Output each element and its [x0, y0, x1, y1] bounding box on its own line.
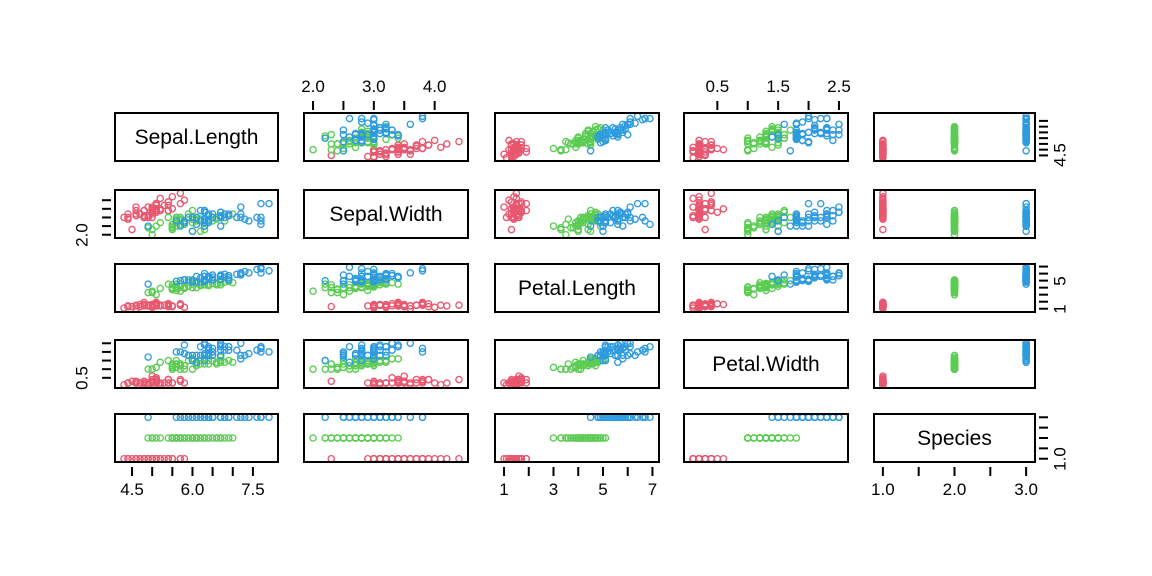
points-layer [309, 265, 463, 311]
scatter-panel-sepal-width-vs-sepal-length [114, 189, 279, 239]
tick-label: 0.5 [72, 365, 92, 390]
points-layer [879, 341, 1030, 387]
tick-label: 7 [647, 480, 658, 499]
tick-label: 4.5 [1050, 143, 1070, 168]
scatter-panel-petal-length-vs-sepal-width [303, 263, 469, 313]
points-layer [120, 265, 273, 311]
axis-ticks-bottom-petal-length [494, 463, 660, 476]
scatter-panel-species-vs-petal-width [683, 413, 849, 463]
points-layer [309, 415, 463, 461]
scatter-panel-species-vs-sepal-width [303, 413, 469, 463]
scatter-panel-species-vs-sepal-length [114, 413, 279, 463]
scatter-panel-petal-length-vs-sepal-length [114, 263, 279, 313]
diagonal-panel-sepal-width: Sepal.Width [303, 189, 469, 239]
points-layer [689, 114, 843, 160]
scatter-panel-sepal-length-vs-sepal-width [303, 112, 469, 162]
points-layer [309, 114, 463, 160]
tick-label: 1.0 [871, 480, 895, 499]
scatter-panel-petal-length-vs-petal-width [683, 263, 849, 313]
axis-ticks-bottom-sepal-length [114, 463, 279, 476]
points-layer [500, 114, 654, 160]
scatter-panel-petal-length-vs-species [873, 263, 1036, 313]
scatter-panel-sepal-length-vs-species [873, 112, 1036, 162]
tick-label: 0.5 [705, 77, 730, 96]
diagonal-panel-species: Species [873, 413, 1036, 463]
axis-ticks-right-species [1036, 413, 1048, 463]
variable-label: Petal.Length [518, 276, 636, 300]
points-layer [120, 415, 273, 461]
points-layer [120, 191, 273, 237]
tick-label: 2.0 [301, 77, 325, 96]
scatter-panel-species-vs-petal-length [494, 413, 660, 463]
tick-label: 1.5 [766, 77, 790, 96]
tick-label: 3.0 [1014, 480, 1038, 499]
points-layer [309, 341, 463, 387]
points-layer [500, 341, 654, 387]
variable-label: Sepal.Length [134, 125, 259, 149]
points-layer [500, 415, 654, 461]
points-layer [689, 191, 843, 237]
diagonal-panel-sepal-length: Sepal.Length [114, 112, 279, 162]
diagonal-panel-petal-width: Petal.Width [683, 339, 849, 389]
scatter-panel-petal-width-vs-petal-length [494, 339, 660, 389]
points-layer [120, 341, 273, 387]
diagonal-panel-petal-length: Petal.Length [494, 263, 660, 313]
tick-label: 1.0 [1050, 446, 1070, 471]
variable-label: Sepal.Width [329, 202, 443, 226]
tick-label: 2.0 [942, 480, 967, 499]
scatter-panel-sepal-length-vs-petal-width [683, 112, 849, 162]
points-layer [879, 114, 1030, 160]
axis-ticks-bottom-species [873, 463, 1036, 476]
scatter-panel-sepal-length-vs-petal-length [494, 112, 660, 162]
points-layer [879, 265, 1030, 311]
axis-ticks-top-petal-width [683, 100, 849, 112]
axis-ticks-right-petal-length [1036, 263, 1048, 313]
points-layer [500, 191, 654, 237]
variable-label: Petal.Width [712, 352, 820, 376]
points-layer [689, 265, 843, 311]
axis-ticks-left-sepal-width [102, 189, 114, 239]
scatter-panel-sepal-width-vs-petal-length [494, 189, 660, 239]
tick-label: 2.5 [827, 77, 851, 96]
points-layer [689, 415, 843, 461]
tick-label: 5 [1050, 275, 1070, 286]
scatter-panel-petal-width-vs-sepal-length [114, 339, 279, 389]
tick-label: 1 [499, 480, 509, 499]
tick-label: 4.5 [120, 480, 144, 499]
tick-label: 6.0 [180, 480, 205, 499]
tick-label: 3 [548, 480, 559, 499]
scatter-panel-sepal-width-vs-petal-width [683, 189, 849, 239]
axis-ticks-right-sepal-length [1036, 112, 1048, 162]
variable-label: Species [917, 426, 992, 450]
scatter-panel-sepal-width-vs-species [873, 189, 1036, 239]
tick-label: 3.0 [362, 77, 386, 96]
points-layer [879, 191, 1030, 237]
tick-label: 4.0 [422, 77, 447, 96]
tick-label: 1 [1050, 303, 1070, 314]
tick-label: 5 [598, 480, 608, 499]
axis-ticks-top-sepal-width [303, 100, 469, 112]
tick-label: 7.5 [241, 480, 265, 499]
scatter-panel-petal-width-vs-species [873, 339, 1036, 389]
scatter-panel-petal-width-vs-sepal-width [303, 339, 469, 389]
tick-label: 2.0 [72, 222, 92, 247]
axis-ticks-left-petal-width [102, 339, 114, 389]
